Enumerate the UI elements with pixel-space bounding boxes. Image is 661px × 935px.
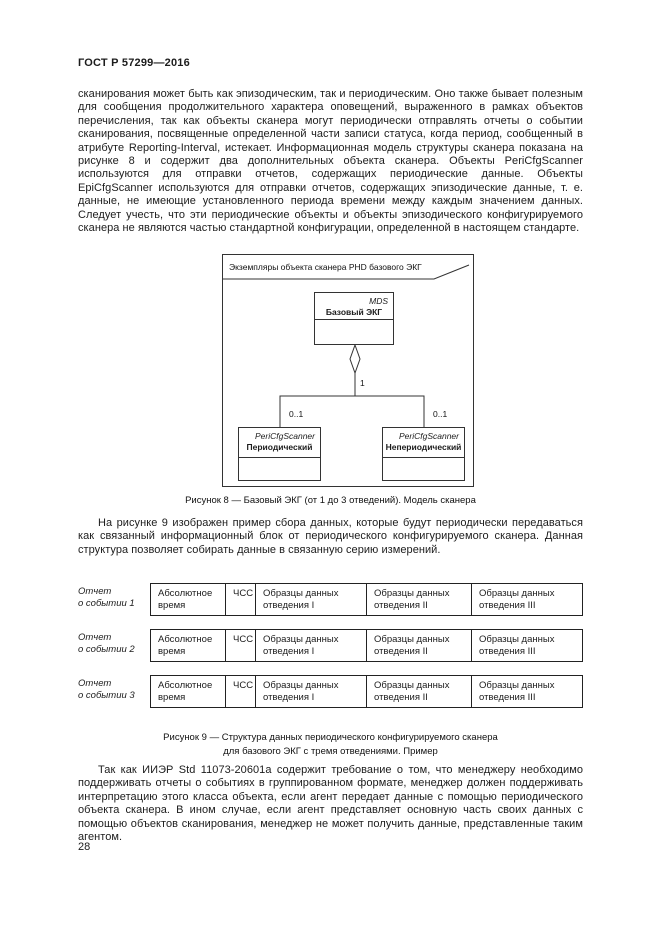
mds-class-box: MDS Базовый ЭКГ [314,292,394,345]
aperiodic-stereotype: PeriCfgScanner [398,431,459,441]
cell-lead2-samples: Образцы данных отведения II [367,584,472,615]
row-label: Отчет о событии 1 [78,586,148,609]
cell-lead3-samples: Образцы данных отведения III [479,634,555,657]
row-label-line1: Отчет [78,678,112,689]
row-label-line1: Отчет [78,632,112,643]
cell-heart-rate: ЧСС [226,676,256,707]
page-header: ГОСТ Р 57299—2016 [78,57,190,69]
figure8-uml-frame: Экземпляры объекта сканера PHD базового … [222,254,474,487]
row-cells: Абсолютное время ЧСС Образцы данных отве… [150,629,583,662]
compartment-divider [382,457,465,458]
cell-lead3-samples: Образцы данных отведения III [479,680,555,703]
figure8-caption: Рисунок 8 — Базовый ЭКГ (от 1 до 3 отвед… [185,495,476,506]
multiplicity-parent: 1 [360,378,365,388]
row-cells: Абсолютное время ЧСС Образцы данных отве… [150,583,583,616]
row-label-line2: о событии 2 [78,643,135,655]
cell-lead1-samples: Образцы данных отведения I [256,676,367,707]
compartment-divider [238,457,321,458]
event-report-row: Отчет о событии 3 Абсолютное время ЧСС О… [78,675,583,708]
mds-class-name: Базовый ЭКГ [325,307,383,317]
page-number: 28 [78,841,91,853]
periodic-scanner-class-box: PeriCfgScanner Периодический [238,427,321,481]
cell-lead1-samples: Образцы данных отведения I [256,630,367,661]
figure9-caption: Рисунок 9 — Структура данных периодическ… [78,731,583,759]
uml-frame-label: Экземпляры объекта сканера PHD базового … [229,262,422,272]
figure9-caption-line2: для базового ЭКГ с тремя отведениями. Пр… [223,746,438,757]
multiplicity-right: 0..1 [433,409,448,419]
aggregation-diamond-icon [349,343,361,375]
cell-lead2-samples: Образцы данных отведения II [367,676,472,707]
figure9-caption-line1: Рисунок 9 — Структура данных периодическ… [163,732,498,743]
row-label: Отчет о событии 3 [78,678,148,701]
branch-connector-line [279,395,425,427]
cell-lead3-samples: Образцы данных отведения III [479,588,555,611]
cell-absolute-time: Абсолютное время [151,630,226,661]
cell-absolute-time: Абсолютное время [151,676,226,707]
row-label-line2: о событии 3 [78,689,135,701]
paragraph-figure9-intro: На рисунке 9 изображен пример сбора данн… [78,517,583,556]
compartment-divider [314,319,394,320]
row-label-line1: Отчет [78,586,112,597]
aperiodic-scanner-class-box: PeriCfgScanner Непериодический [382,427,465,481]
cell-heart-rate: ЧСС [226,584,256,615]
cell-lead1-samples: Образцы данных отведения I [256,584,367,615]
periodic-class-name: Периодический [246,442,313,452]
cell-lead2-samples: Образцы данных отведения II [367,630,472,661]
frame-label-divider [223,264,470,280]
event-report-row: Отчет о событии 2 Абсолютное время ЧСС О… [78,629,583,662]
event-report-row: Отчет о событии 1 Абсолютное время ЧСС О… [78,583,583,616]
mds-stereotype: MDS [369,296,388,306]
uml-connector-lines [223,264,470,427]
row-cells: Абсолютное время ЧСС Образцы данных отве… [150,675,583,708]
aperiodic-class-name: Непериодический [385,442,462,452]
paragraph-manager-requirement: Так как ИИЭР Std 11073-20601a содержит т… [78,764,583,844]
periodic-stereotype: PeriCfgScanner [254,431,315,441]
cell-absolute-time: Абсолютное время [151,584,226,615]
cell-heart-rate: ЧСС [226,630,256,661]
row-label-line2: о событии 1 [78,597,135,609]
multiplicity-left: 0..1 [289,409,304,419]
paragraph-scanner-model: сканирования может быть как эпизодически… [78,88,583,235]
row-label: Отчет о событии 2 [78,632,148,655]
